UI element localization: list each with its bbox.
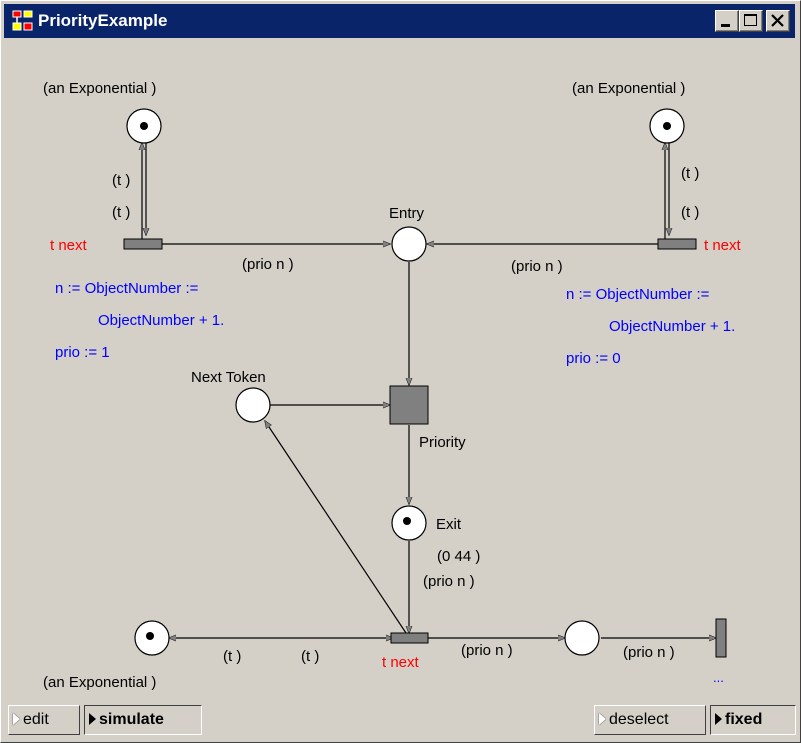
edit-label: edit	[23, 711, 49, 728]
title-bar[interactable]: PriorityExample	[4, 4, 795, 38]
code-left-line-1: n := ObjectNumber :=	[55, 280, 199, 297]
place-entry[interactable]	[391, 226, 427, 262]
arc-label-t: (t )	[112, 172, 130, 189]
edit-button[interactable]: edit	[8, 705, 80, 735]
minimize-icon	[721, 24, 730, 27]
maximize-icon	[744, 14, 757, 26]
next-token-label: Next Token	[191, 369, 266, 386]
triangle-right-icon	[715, 713, 722, 725]
token-bottom-left	[146, 632, 154, 640]
top-right-place-label: (an Exponential )	[572, 80, 685, 97]
code-right-line-1: n := ObjectNumber :=	[566, 286, 710, 303]
app-icon	[12, 10, 33, 31]
status-bar: edit simulate deselect fixed	[4, 705, 797, 739]
top-left-place-label: (an Exponential )	[43, 80, 156, 97]
transition-bottom-label: t next	[382, 654, 420, 671]
transition-end[interactable]	[715, 618, 727, 658]
arc-label-t: (t )	[301, 648, 319, 665]
place-next-token[interactable]	[235, 387, 271, 423]
transition-bottom[interactable]	[390, 632, 429, 644]
code-right-line-2: ObjectNumber + 1.	[609, 318, 735, 335]
transition-left-label: t next	[50, 237, 88, 254]
arc-label-t: (t )	[681, 165, 699, 182]
simulate-button[interactable]: simulate	[84, 705, 202, 735]
close-icon	[771, 14, 784, 27]
petri-net-canvas[interactable]: (an Exponential ) (an Exponential ) (an …	[9, 41, 791, 701]
arc-label-prio: (prio n )	[623, 644, 675, 661]
token-top-left	[140, 122, 148, 130]
deselect-button[interactable]: deselect	[594, 705, 706, 735]
minimize-button[interactable]	[715, 10, 739, 32]
maximize-button[interactable]	[739, 10, 763, 32]
transition-left[interactable]	[123, 238, 163, 250]
ellipsis: ...	[713, 670, 724, 685]
deselect-label: deselect	[609, 711, 669, 728]
simulate-label: simulate	[99, 711, 164, 728]
triangle-right-icon	[13, 713, 20, 725]
transition-right[interactable]	[657, 238, 697, 250]
arc-label-prio: (prio n )	[242, 256, 294, 273]
arc-label-prio: (prio n )	[461, 642, 513, 659]
transition-right-label: t next	[704, 237, 742, 254]
exit-label: Exit	[436, 516, 462, 533]
fixed-button[interactable]: fixed	[710, 705, 796, 735]
token-exit	[403, 517, 411, 525]
arc-label-t: (t )	[223, 648, 241, 665]
arc-label-t: (t )	[681, 204, 699, 221]
priority-label: Priority	[419, 434, 466, 451]
entry-label: Entry	[389, 205, 425, 222]
triangle-right-icon	[599, 713, 606, 725]
arc-bottom-to-nexttoken[interactable]	[265, 421, 407, 634]
arc-label-prio: (prio n )	[423, 573, 475, 590]
exit-marking: (0 44 )	[437, 548, 480, 565]
code-left-line-2: ObjectNumber + 1.	[98, 312, 224, 329]
fixed-label: fixed	[725, 711, 763, 728]
code-right-line-3: prio := 0	[566, 350, 621, 367]
bottom-left-place-label: (an Exponential )	[43, 674, 156, 691]
window-title: PriorityExample	[38, 11, 168, 30]
code-left-line-3: prio := 1	[55, 344, 110, 361]
place-bottom-right[interactable]	[564, 620, 600, 656]
transition-priority[interactable]	[389, 385, 429, 425]
token-top-right	[663, 122, 671, 130]
arc-label-t: (t )	[112, 204, 130, 221]
arc-label-prio: (prio n )	[511, 258, 563, 275]
triangle-right-icon	[89, 713, 96, 725]
close-button[interactable]	[766, 10, 790, 32]
